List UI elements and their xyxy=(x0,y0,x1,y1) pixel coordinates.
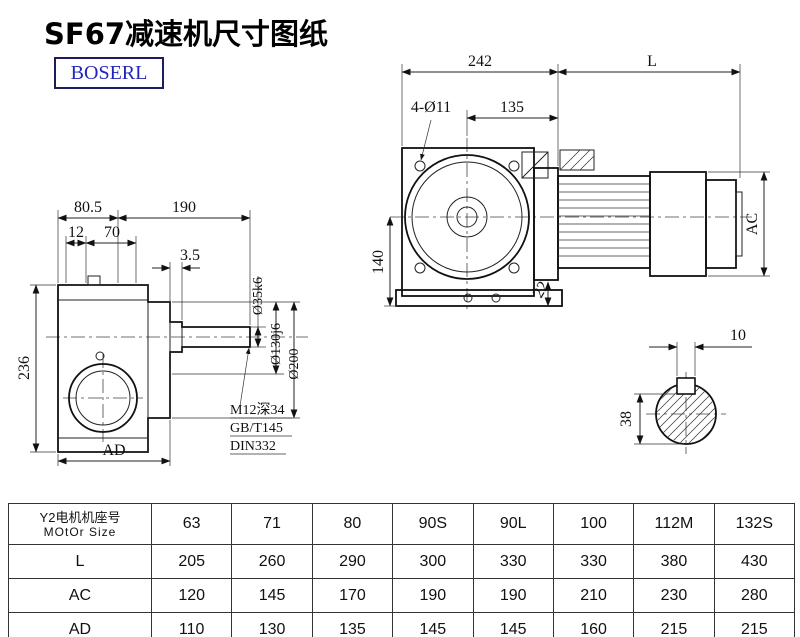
table-header-row: Y2电机机座号 MOtOr Size 63 71 80 90S 90L 100 … xyxy=(8,503,796,545)
value-cell: 135 xyxy=(311,612,394,637)
note-gb-standard: GB/T145 xyxy=(230,421,283,436)
dim-12: 12 xyxy=(68,224,84,241)
corner-boss xyxy=(521,151,549,179)
mounting-hole xyxy=(414,160,426,172)
size-cell: 132S xyxy=(713,503,796,545)
motor-flange xyxy=(533,167,559,281)
motor-size-header-cn: Y2电机机座号 xyxy=(39,509,121,525)
keyway xyxy=(676,377,696,395)
mounting-hole xyxy=(508,160,520,172)
value-cell: 290 xyxy=(311,544,394,579)
value-cell: 230 xyxy=(633,578,715,613)
boserl-logo-text: BOSERL xyxy=(70,61,148,84)
value-cell: 380 xyxy=(633,544,715,579)
dim-80-5: 80.5 xyxy=(74,199,102,216)
technical-drawing: SF67减速机尺寸图纸 80.5 190 12 70 xyxy=(16,17,770,466)
size-cell: 90S xyxy=(392,503,474,545)
note-thread: M12深34 xyxy=(230,402,284,418)
dim-spigot-dia: Ø130j6 xyxy=(269,323,284,365)
mounting-hole xyxy=(414,262,426,274)
value-cell: 120 xyxy=(150,578,233,613)
size-cell: 112M xyxy=(633,503,715,545)
hub-circle xyxy=(446,196,488,238)
dim-242: 242 xyxy=(468,53,492,70)
value-cell: 160 xyxy=(552,612,635,637)
value-cell: 145 xyxy=(231,578,313,613)
value-cell: 300 xyxy=(392,544,474,579)
value-cell: 110 xyxy=(150,612,233,637)
value-cell: 205 xyxy=(150,544,233,579)
dim-shaft-dia: Ø35k6 xyxy=(251,277,266,315)
page-title: SF67减速机尺寸图纸 xyxy=(44,17,328,51)
size-cell: 71 xyxy=(231,503,313,545)
size-cell: 80 xyxy=(311,503,394,545)
row-label: L xyxy=(8,544,152,579)
row-label: AC xyxy=(8,578,152,613)
value-cell: 215 xyxy=(633,612,715,637)
value-cell: 210 xyxy=(552,578,635,613)
dim-22: 22 xyxy=(530,279,553,301)
mounting-hole xyxy=(508,262,520,274)
value-cell: 190 xyxy=(472,578,554,613)
motor-body xyxy=(649,171,707,277)
value-cell: 430 xyxy=(713,544,796,579)
value-cell: 330 xyxy=(472,544,554,579)
bore-circle xyxy=(456,206,478,228)
dim-135: 135 xyxy=(500,99,524,116)
base-hole xyxy=(491,293,501,303)
plug-hole xyxy=(95,351,105,361)
dim-hole-callout: 4-Ø11 xyxy=(411,99,451,116)
boserl-logo: BOSERL xyxy=(54,57,164,89)
row-label: AD xyxy=(8,612,152,637)
dim-190: 190 xyxy=(172,199,196,216)
base-hole xyxy=(463,293,473,303)
dim-L: L xyxy=(647,53,657,70)
output-bore-inner xyxy=(75,370,131,426)
dim-70: 70 xyxy=(104,224,120,241)
side-view: 80.5 190 12 70 3.5 236 AD Ø35k6 Ø xyxy=(16,199,308,466)
motor-fin-body xyxy=(557,175,651,269)
dim-flange-dia: Ø200 xyxy=(287,348,302,379)
table-row-AD: AD 110 130 135 145 145 160 215 215 xyxy=(8,612,796,637)
motor-end-shield xyxy=(705,179,737,269)
value-cell: 260 xyxy=(231,544,313,579)
motor-size-table: Y2电机机座号 MOtOr Size 63 71 80 90S 90L 100 … xyxy=(8,503,796,637)
motor-size-header-cell: Y2电机机座号 MOtOr Size xyxy=(8,503,152,545)
size-cell: 63 xyxy=(150,503,233,545)
front-view: 242 L 135 4-Ø11 140 22 AC xyxy=(370,53,770,312)
dim-3-5: 3.5 xyxy=(180,247,200,264)
dim-38: 38 xyxy=(618,411,635,427)
table-row-AC: AC 120 145 170 190 190 210 230 280 xyxy=(8,578,796,613)
shaft-end-view: 10 38 xyxy=(618,327,752,454)
terminal-box xyxy=(559,149,595,171)
value-cell: 330 xyxy=(552,544,635,579)
shaft-hatching xyxy=(657,385,715,443)
dim-140: 140 xyxy=(370,250,387,274)
value-cell: 130 xyxy=(231,612,313,637)
dim-AD: AD xyxy=(102,442,125,459)
dim-236: 236 xyxy=(16,356,33,380)
value-cell: 145 xyxy=(392,612,474,637)
output-bore-outer xyxy=(68,363,138,433)
size-cell: 90L xyxy=(472,503,554,545)
table-row-L: L 205 260 290 300 330 330 380 430 xyxy=(8,544,796,579)
flange-circle-outer xyxy=(404,154,530,280)
value-cell: 145 xyxy=(472,612,554,637)
value-cell: 190 xyxy=(392,578,474,613)
value-cell: 170 xyxy=(311,578,394,613)
dim-AC: AC xyxy=(744,213,761,235)
note-din-standard: DIN332 xyxy=(230,439,276,454)
value-cell: 215 xyxy=(713,612,796,637)
lifting-lug xyxy=(87,275,101,286)
dim-10: 10 xyxy=(730,327,746,344)
motor-size-header-en: MOtOr Size xyxy=(43,524,117,539)
value-cell: 280 xyxy=(713,578,796,613)
flange-circle-inner xyxy=(411,161,523,273)
motor-end-cap xyxy=(735,191,743,257)
size-cell: 100 xyxy=(552,503,635,545)
motor-fins xyxy=(558,183,650,257)
mounting-base xyxy=(395,289,563,307)
